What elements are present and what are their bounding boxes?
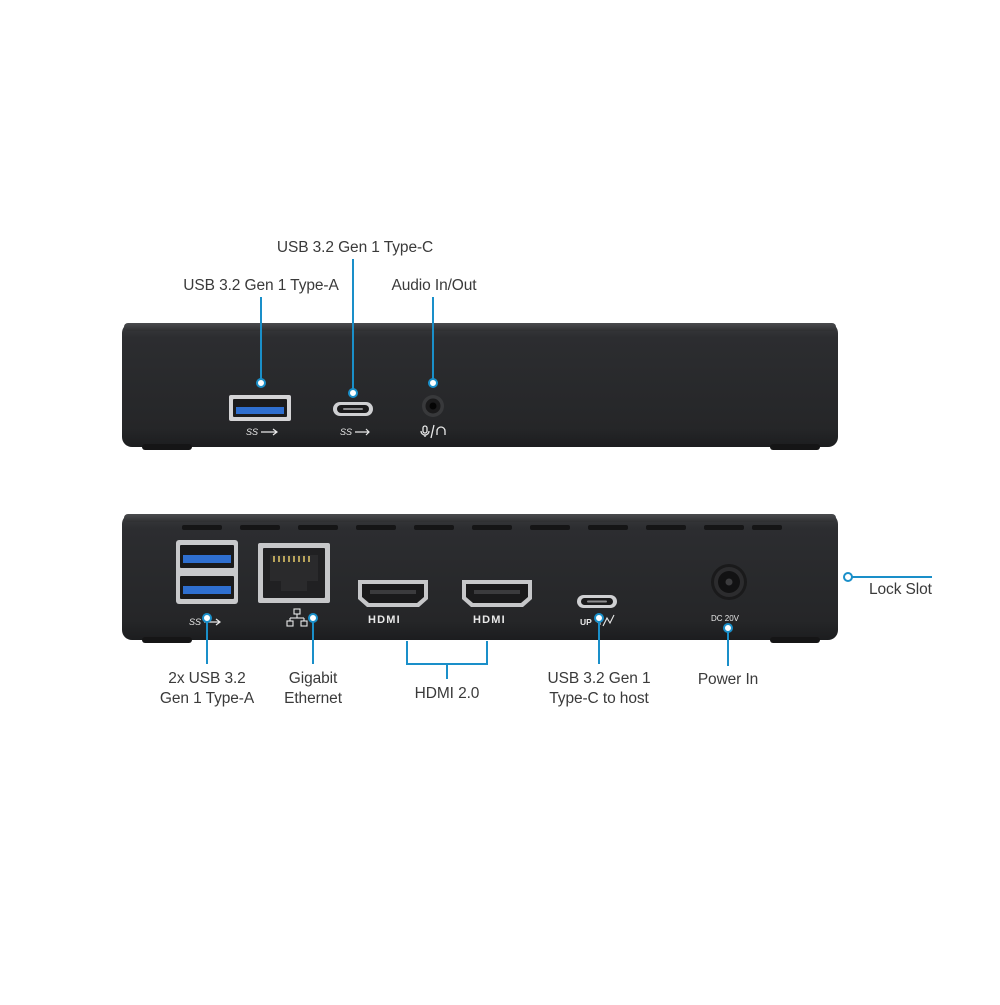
network-icon: [286, 608, 308, 627]
front-dock-body: [122, 323, 838, 447]
front-audio-jack: [422, 395, 444, 417]
callout-label-rear-usb-c-host-line1: USB 3.2 Gen 1: [547, 670, 651, 687]
rear-power-port: [711, 564, 747, 600]
callout-dot-rear-usb-a: [202, 613, 212, 623]
front-dock: SS SS: [122, 323, 838, 450]
callout-label-rear-lock: Lock Slot: [869, 581, 932, 598]
rear-hdmi-port-2: [462, 580, 532, 607]
callout-label-front-audio: Audio In/Out: [391, 277, 477, 294]
front-dock-top-edge: [124, 323, 836, 331]
mic-headphone-icon: [420, 424, 446, 439]
callout-label-rear-power: Power In: [697, 671, 759, 688]
callout-dot-rear-usb-c-host: [594, 613, 604, 623]
callout-dot-rear-power: [723, 623, 733, 633]
callout-lines: [202, 259, 932, 679]
front-usb-c-port: [333, 402, 373, 416]
callout-label-rear-usb-a-line2: Gen 1 Type-A: [159, 690, 255, 707]
callout-dot-rear-ethernet: [308, 613, 318, 623]
callout-label-rear-usb-a-line1: 2x USB 3.2: [168, 670, 246, 687]
callout-label-rear-ethernet: Gigabit Ethernet: [284, 669, 342, 709]
front-usb-a-port: [229, 395, 291, 421]
usb-superspeed-icon: [355, 428, 370, 436]
rear-ethernet-port: [258, 543, 330, 603]
rear-dock-foot-left: [142, 637, 192, 643]
usb-superspeed-icon: [261, 428, 278, 436]
callout-label-rear-usb-a: 2x USB 3.2 Gen 1 Type-A: [160, 669, 254, 709]
callout-label-rear-usb-c-host-line2: Type-C to host: [549, 690, 649, 707]
front-usb-a-ss-logo: SS: [246, 427, 258, 437]
callout-dot-rear-lock: [843, 572, 853, 582]
rear-dock-foot-right: [770, 637, 820, 643]
front-dock-foot-left: [142, 444, 192, 450]
rear-usb-a-ss-logo: SS: [189, 617, 201, 627]
callout-label-rear-hdmi: HDMI 2.0: [414, 685, 480, 702]
rear-hdmi-port-1: [358, 580, 428, 607]
dc-rating-marking: DC 20V: [711, 614, 740, 623]
rear-dock: SS: [122, 514, 838, 643]
callout-dot-front-usb-c: [348, 388, 358, 398]
callout-label-rear-ethernet-line2: Ethernet: [284, 690, 342, 707]
hdmi-logo-1: HDMI: [368, 614, 401, 626]
rear-vent-slots: [182, 525, 782, 530]
callout-dot-front-audio: [428, 378, 438, 388]
rear-dock-top-edge: [124, 514, 836, 522]
callout-label-front-usb-a: USB 3.2 Gen 1 Type-A: [183, 277, 339, 294]
hdmi-logo-2: HDMI: [473, 614, 506, 626]
up-marking: UP: [580, 617, 592, 627]
callout-label-front-usb-c: USB 3.2 Gen 1 Type-C: [276, 239, 434, 256]
front-dock-foot-right: [770, 444, 820, 450]
rear-usb-a-ports: [176, 540, 238, 604]
rear-usb-c-host-port: [577, 595, 617, 608]
front-usb-c-ss-logo: SS: [340, 427, 352, 437]
callout-dot-front-usb-a: [256, 378, 266, 388]
callout-label-rear-usb-c-host: USB 3.2 Gen 1 Type-C to host: [548, 669, 651, 709]
callout-line-rear-hdmi: [406, 641, 488, 665]
callout-label-rear-ethernet-line1: Gigabit: [288, 670, 338, 687]
